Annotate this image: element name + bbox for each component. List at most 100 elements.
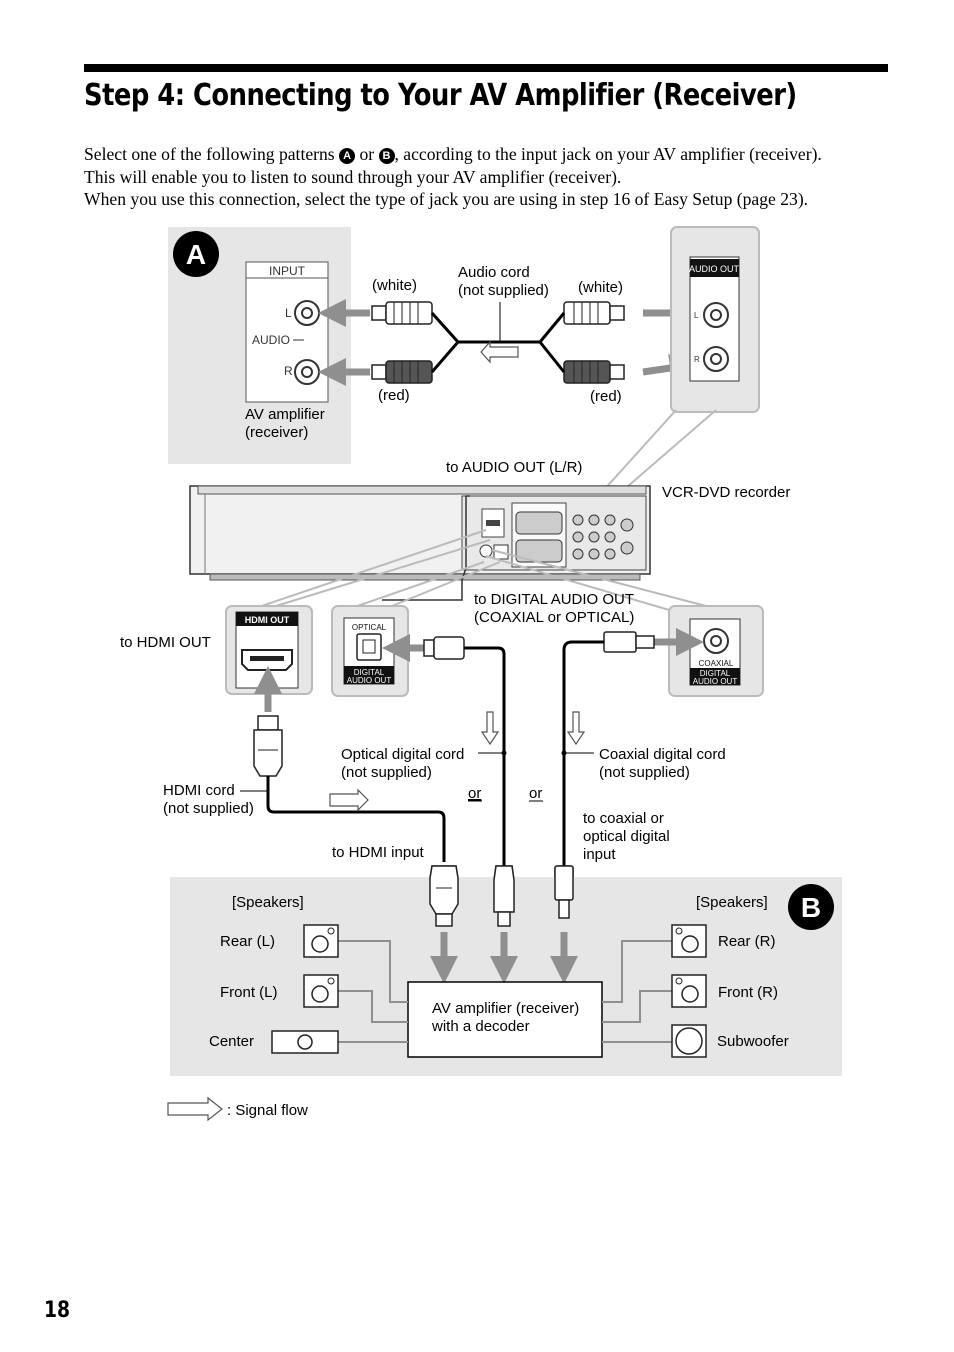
front-l-label: Front (L) xyxy=(220,984,278,1001)
amp-label-1: AV amplifier xyxy=(245,406,325,423)
speakers-right-label: [Speakers] xyxy=(696,894,768,911)
hdmi-cord-wire xyxy=(266,776,446,862)
input-l-label: L xyxy=(285,306,292,320)
optical-digital-label: DIGITAL xyxy=(354,668,385,677)
to-coax-label-3: input xyxy=(583,846,616,863)
optical-cord-wire xyxy=(464,646,506,866)
title-rule xyxy=(84,64,888,72)
audio-out-header xyxy=(690,259,739,277)
optical-cord-label-1: Optical digital cord xyxy=(341,746,464,763)
red-right-label: (red) xyxy=(590,388,622,405)
speaker-front-r-icon xyxy=(671,974,707,1008)
zoom-guide-coaxial xyxy=(485,549,707,613)
decoder-amp-box xyxy=(407,981,603,1058)
signal-flow-arrow xyxy=(480,711,500,746)
speaker-rear-r-icon xyxy=(671,924,707,958)
signal-flow-arrow xyxy=(329,788,369,812)
speaker-center-icon xyxy=(271,1030,339,1054)
white-right-label: (white) xyxy=(578,279,623,296)
audio-out-l: L xyxy=(694,311,699,320)
coaxial-jack-core xyxy=(710,635,722,647)
pattern-b-badge: B xyxy=(378,148,395,164)
recorder-label: VCR-DVD recorder xyxy=(662,484,790,501)
audio-plug-right-white xyxy=(563,301,625,325)
to-digital-label-2: (COAXIAL or OPTICAL) xyxy=(474,609,634,626)
audio-cord-wire xyxy=(430,311,566,373)
input-r-jack-core xyxy=(301,366,313,378)
center-label: Center xyxy=(209,1033,254,1050)
pattern-a-marker xyxy=(173,231,219,277)
optical-label: OPTICAL xyxy=(352,623,387,632)
optical-digital-header xyxy=(344,666,394,684)
optical-plug-top xyxy=(423,636,465,660)
zoom-guide-optical xyxy=(339,561,501,613)
coaxial-plug-top xyxy=(603,631,655,653)
signal-flow-arrow xyxy=(480,340,519,364)
rear-l-label: Rear (L) xyxy=(220,933,275,950)
red-left-label: (red) xyxy=(378,387,410,404)
coaxial-cord-label-1: Coaxial digital cord xyxy=(599,746,726,763)
intro-line-3: When you use this connection, select the… xyxy=(84,189,809,209)
optical-audio-out-label: AUDIO OUT xyxy=(347,676,392,685)
intro-line-2: This will enable you to listen to sound … xyxy=(84,166,622,187)
vcr-dvd-recorder xyxy=(189,485,651,601)
decoder-amp-label-2: with a decoder xyxy=(431,1018,530,1035)
speaker-front-l-icon xyxy=(303,974,339,1008)
pattern-b-marker xyxy=(788,884,834,930)
zoom-guide-hdmi xyxy=(231,529,491,617)
coaxial-digital-header xyxy=(690,668,740,685)
coaxial-leader-dot xyxy=(561,750,567,756)
or-label-1: or xyxy=(468,785,481,802)
amp-label-2: (receiver) xyxy=(245,424,308,441)
audio-out-r: R xyxy=(694,355,700,364)
speaker-wires xyxy=(338,940,672,1043)
audio-out-l-jack-core xyxy=(710,309,722,321)
intro-text: Select one of the following patterns A o… xyxy=(84,143,904,211)
to-hdmi-input-label: to HDMI input xyxy=(332,844,425,861)
coaxial-digital-label: DIGITAL xyxy=(700,669,731,678)
subwoofer-label: Subwoofer xyxy=(717,1033,789,1050)
hdmi-cord-label-1: HDMI cord xyxy=(163,782,235,799)
input-audio-label: AUDIO xyxy=(252,333,290,347)
pattern-b-letter: B xyxy=(801,892,821,923)
coaxial-plug-bottom-front xyxy=(554,865,574,919)
input-l-jack-core xyxy=(301,307,313,319)
optical-plug-bottom-front xyxy=(493,865,515,927)
hdmi-out-header xyxy=(236,612,298,626)
audio-plug-left-red xyxy=(371,360,433,384)
hdmi-out-label: HDMI OUT xyxy=(245,615,290,625)
decoder-amp-label-1: AV amplifier (receiver) xyxy=(432,1000,579,1017)
intro-1a: Select one of the following patterns xyxy=(84,144,340,164)
hdmi-plug-bottom-front xyxy=(429,865,459,927)
signal-flow-legend-label: : Signal flow xyxy=(227,1102,308,1119)
hdmi-port-pins xyxy=(250,656,284,661)
optical-port-inner xyxy=(362,639,376,654)
subwoofer-icon xyxy=(671,1024,707,1058)
coaxial-cord-label-2: (not supplied) xyxy=(599,764,690,781)
intro-1b: or xyxy=(355,144,379,164)
audio-plug-left-white xyxy=(371,301,433,325)
page-title: Step 4: Connecting to Your AV Amplifier … xyxy=(84,78,797,113)
hdmi-cord-label-2: (not supplied) xyxy=(163,800,254,817)
input-r-label: R xyxy=(284,364,293,378)
audio-cord-label-1: Audio cord xyxy=(458,264,530,281)
coaxial-label: COAXIAL xyxy=(699,659,734,668)
coaxial-audio-out-label: AUDIO OUT xyxy=(693,677,738,686)
coaxial-cord-wire xyxy=(562,640,604,866)
input-label: INPUT xyxy=(269,264,306,278)
front-r-label: Front (R) xyxy=(718,984,778,1001)
to-coax-label-2: optical digital xyxy=(583,828,670,845)
to-audio-out-label: to AUDIO OUT (L/R) xyxy=(446,459,582,476)
rear-r-label: Rear (R) xyxy=(718,933,776,950)
audio-out-label: AUDIO OUT xyxy=(689,264,740,274)
or-label-2: or xyxy=(529,785,542,802)
audio-cord-label-2: (not supplied) xyxy=(458,282,549,299)
optical-leader-dot xyxy=(501,750,507,756)
optical-cord-label-2: (not supplied) xyxy=(341,764,432,781)
speaker-rear-l-icon xyxy=(303,924,339,958)
audio-out-r-jack-core xyxy=(710,353,722,365)
page-number: 18 xyxy=(44,1298,71,1323)
speakers-left-label: [Speakers] xyxy=(232,894,304,911)
hdmi-plug-top xyxy=(253,715,283,777)
